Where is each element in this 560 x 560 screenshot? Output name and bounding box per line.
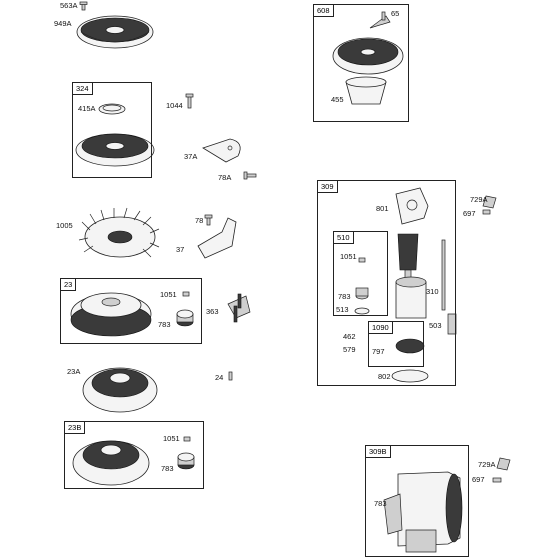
- box-23b-label: 23B: [65, 422, 86, 434]
- screw-78: [204, 214, 213, 226]
- label-78a: 78A: [218, 173, 232, 182]
- label-783-a: 783: [158, 320, 171, 329]
- label-563a: 563A: [60, 1, 78, 10]
- label-801: 801: [376, 204, 389, 213]
- key-1051-b: [183, 436, 191, 442]
- rewind-screen-608: [332, 15, 404, 105]
- clip-729a-b: [496, 457, 511, 471]
- label-949a: 949A: [54, 19, 72, 28]
- key-24: [228, 371, 233, 381]
- box-23-label: 23: [61, 279, 77, 291]
- label-363: 363: [206, 307, 219, 316]
- label-783-b: 783: [161, 464, 174, 473]
- label-783-d: 783: [374, 499, 387, 508]
- label-797: 797: [372, 347, 385, 356]
- label-23a: 23A: [67, 367, 81, 376]
- label-37a: 37A: [184, 152, 198, 161]
- clip-729a-a: [482, 195, 497, 209]
- label-729a-a: 729A: [470, 195, 488, 204]
- box-1090: 1090: [368, 321, 424, 367]
- flywheel-23b: [72, 440, 150, 486]
- baffle-37: [197, 217, 237, 259]
- box-23: 23: [60, 278, 202, 344]
- box-309b-label: 309B: [366, 446, 391, 458]
- screen-324: [75, 103, 155, 167]
- label-1051-a: 1051: [160, 290, 177, 299]
- box-510-label: 510: [334, 232, 354, 244]
- label-1051-b: 1051: [163, 434, 180, 443]
- label-65: 65: [391, 9, 400, 18]
- box-1090-label: 1090: [369, 322, 393, 334]
- label-697-b: 697: [472, 475, 485, 484]
- label-24: 24: [215, 373, 224, 382]
- screw-563a: [79, 1, 88, 11]
- gear-783-a: [176, 309, 194, 327]
- key-1051-c: [358, 257, 366, 263]
- label-503: 503: [429, 321, 442, 330]
- box-324: 324: [72, 82, 152, 178]
- fan-screen-949a: [76, 15, 154, 49]
- label-310: 310: [426, 287, 439, 296]
- box-309b: 309B: [365, 445, 469, 557]
- washer-513: [354, 307, 370, 315]
- starter-exploded-309: [391, 187, 457, 383]
- label-697-a: 697: [463, 209, 476, 218]
- box-309: 309: [317, 180, 456, 386]
- label-579: 579: [343, 345, 356, 354]
- box-324-label: 324: [73, 83, 93, 95]
- screw-65: [381, 11, 386, 21]
- screw-78a: [243, 171, 257, 180]
- screw-1044: [185, 93, 194, 109]
- gear-783-c: [355, 287, 369, 300]
- flywheel-23: [70, 292, 152, 337]
- label-1044: 1044: [166, 101, 183, 110]
- screw-697-a: [482, 209, 491, 215]
- flywheel-fan-1005: [78, 207, 160, 258]
- screw-697-b: [492, 477, 502, 483]
- label-415a: 415A: [78, 104, 96, 113]
- gear-783-b: [177, 452, 195, 470]
- box-608-label: 608: [314, 5, 334, 17]
- box-510: 510: [333, 231, 388, 316]
- box-23b: 23B: [64, 421, 204, 489]
- starter-309b: [383, 471, 463, 553]
- box-309-label: 309: [318, 181, 338, 193]
- label-78: 78: [195, 216, 204, 225]
- label-455: 455: [331, 95, 344, 104]
- box-608: 608: [313, 4, 409, 122]
- label-513: 513: [336, 305, 349, 314]
- flywheel-23a: [82, 367, 158, 413]
- label-1051-c: 1051: [340, 252, 357, 261]
- label-802: 802: [378, 372, 391, 381]
- label-37: 37: [176, 245, 185, 254]
- label-462: 462: [343, 332, 356, 341]
- label-783-c: 783: [338, 292, 351, 301]
- key-1051-a: [182, 291, 190, 297]
- label-1005: 1005: [56, 221, 73, 230]
- bracket-37a: [202, 138, 241, 163]
- label-729a-b: 729A: [478, 460, 496, 469]
- armature-363: [227, 293, 251, 323]
